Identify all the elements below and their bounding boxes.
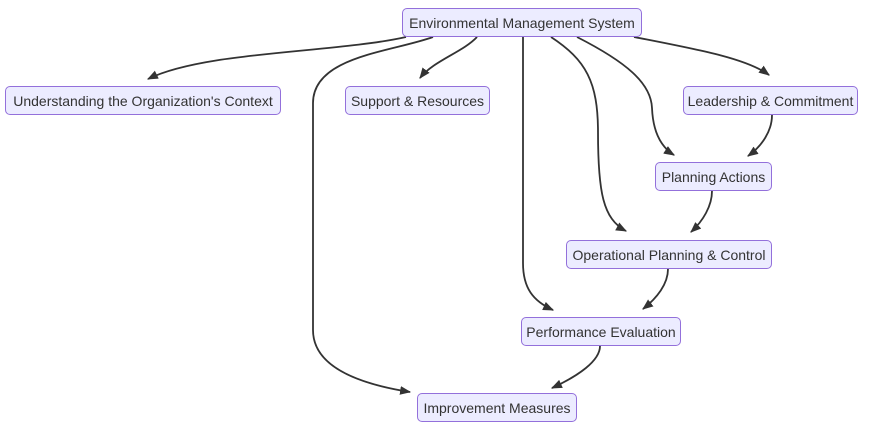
- node-label: Planning Actions: [661, 168, 766, 185]
- node-label: Understanding the Organization's Context: [13, 92, 273, 109]
- edge-planning-operational: [690, 190, 713, 233]
- edge-ems-planning: [576, 36, 675, 156]
- node-leadership-commitment: Leadership & Commitment: [683, 86, 858, 115]
- node-environmental-management-system: Environmental Management System: [402, 8, 642, 37]
- edge-ems-performance: [522, 37, 555, 311]
- edge-operational-performance: [642, 268, 669, 310]
- edge-ems-context: [147, 36, 407, 80]
- node-understanding-organizations-context: Understanding the Organization's Context: [5, 86, 281, 115]
- edge-ems-support: [419, 36, 478, 79]
- node-support-resources: Support & Resources: [345, 86, 490, 115]
- node-label: Support & Resources: [350, 92, 485, 109]
- node-performance-evaluation: Performance Evaluation: [521, 317, 681, 346]
- node-operational-planning-control: Operational Planning & Control: [566, 240, 772, 269]
- node-label: Performance Evaluation: [526, 323, 676, 340]
- edge-ems-operational: [550, 36, 627, 232]
- node-label: Operational Planning & Control: [572, 246, 766, 263]
- edge-leadership-planning: [747, 114, 773, 157]
- edge-ems-leadership: [633, 36, 770, 76]
- node-label: Improvement Measures: [423, 399, 571, 416]
- node-improvement-measures: Improvement Measures: [417, 393, 577, 422]
- node-planning-actions: Planning Actions: [655, 162, 772, 191]
- edge-performance-improvement: [551, 345, 601, 389]
- edge-ems-improvement: [312, 36, 434, 395]
- node-label: Leadership & Commitment: [687, 92, 854, 109]
- node-label: Environmental Management System: [409, 14, 635, 31]
